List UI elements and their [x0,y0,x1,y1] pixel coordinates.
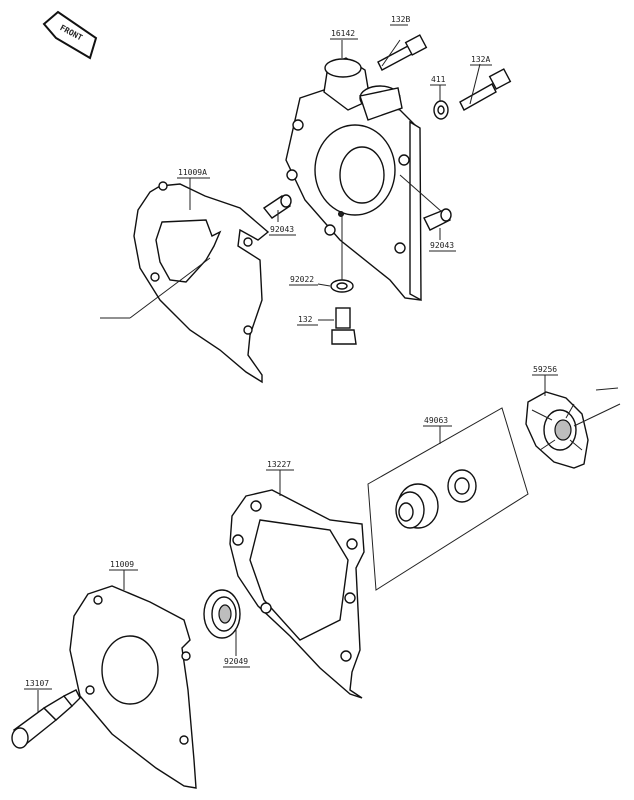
part-11009a-gasket [133,181,270,384]
label-132b: 132B [391,15,410,24]
part-92043-dowel-right [423,208,452,231]
label-411: 411 [431,75,446,84]
label-16142: 16142 [331,29,355,38]
part-59256-impeller [525,387,621,469]
label-92043-left: 92043 [270,225,294,234]
label-49063: 49063 [424,416,448,425]
leader-lines-top [100,39,481,321]
label-92043-right: 92043 [430,241,454,250]
leader-lines-bottom [37,375,546,712]
part-132a-bolt [459,68,512,111]
front-arrow-icon: FRONT [42,10,98,60]
part-11009-gasket [69,585,197,789]
part-49063-mechanical-seal [367,407,529,591]
label-13107: 13107 [25,679,49,688]
label-132a: 132A [471,55,490,64]
label-11009: 11009 [110,560,134,569]
part-13107-fitting [11,689,81,749]
part-92043-dowel-left [262,194,292,219]
part-132b-bolt [377,34,428,71]
part-13227-pump-housing [229,489,365,699]
part-92049-oil-seal [203,589,241,639]
label-132: 132 [298,315,313,324]
label-11009a: 11009A [178,168,207,177]
label-13227: 13227 [267,460,291,469]
part-411-washer [433,100,449,120]
part-132-drain-bolt [331,307,357,345]
label-92022: 92022 [290,275,314,284]
label-59256: 59256 [533,365,557,374]
part-number-labels: 16142 132B 411 132A 11009A 92043 92043 9… [24,15,558,690]
part-16142-upper-housing [285,57,422,302]
part-92022-washer [330,279,354,293]
label-92049: 92049 [224,657,248,666]
